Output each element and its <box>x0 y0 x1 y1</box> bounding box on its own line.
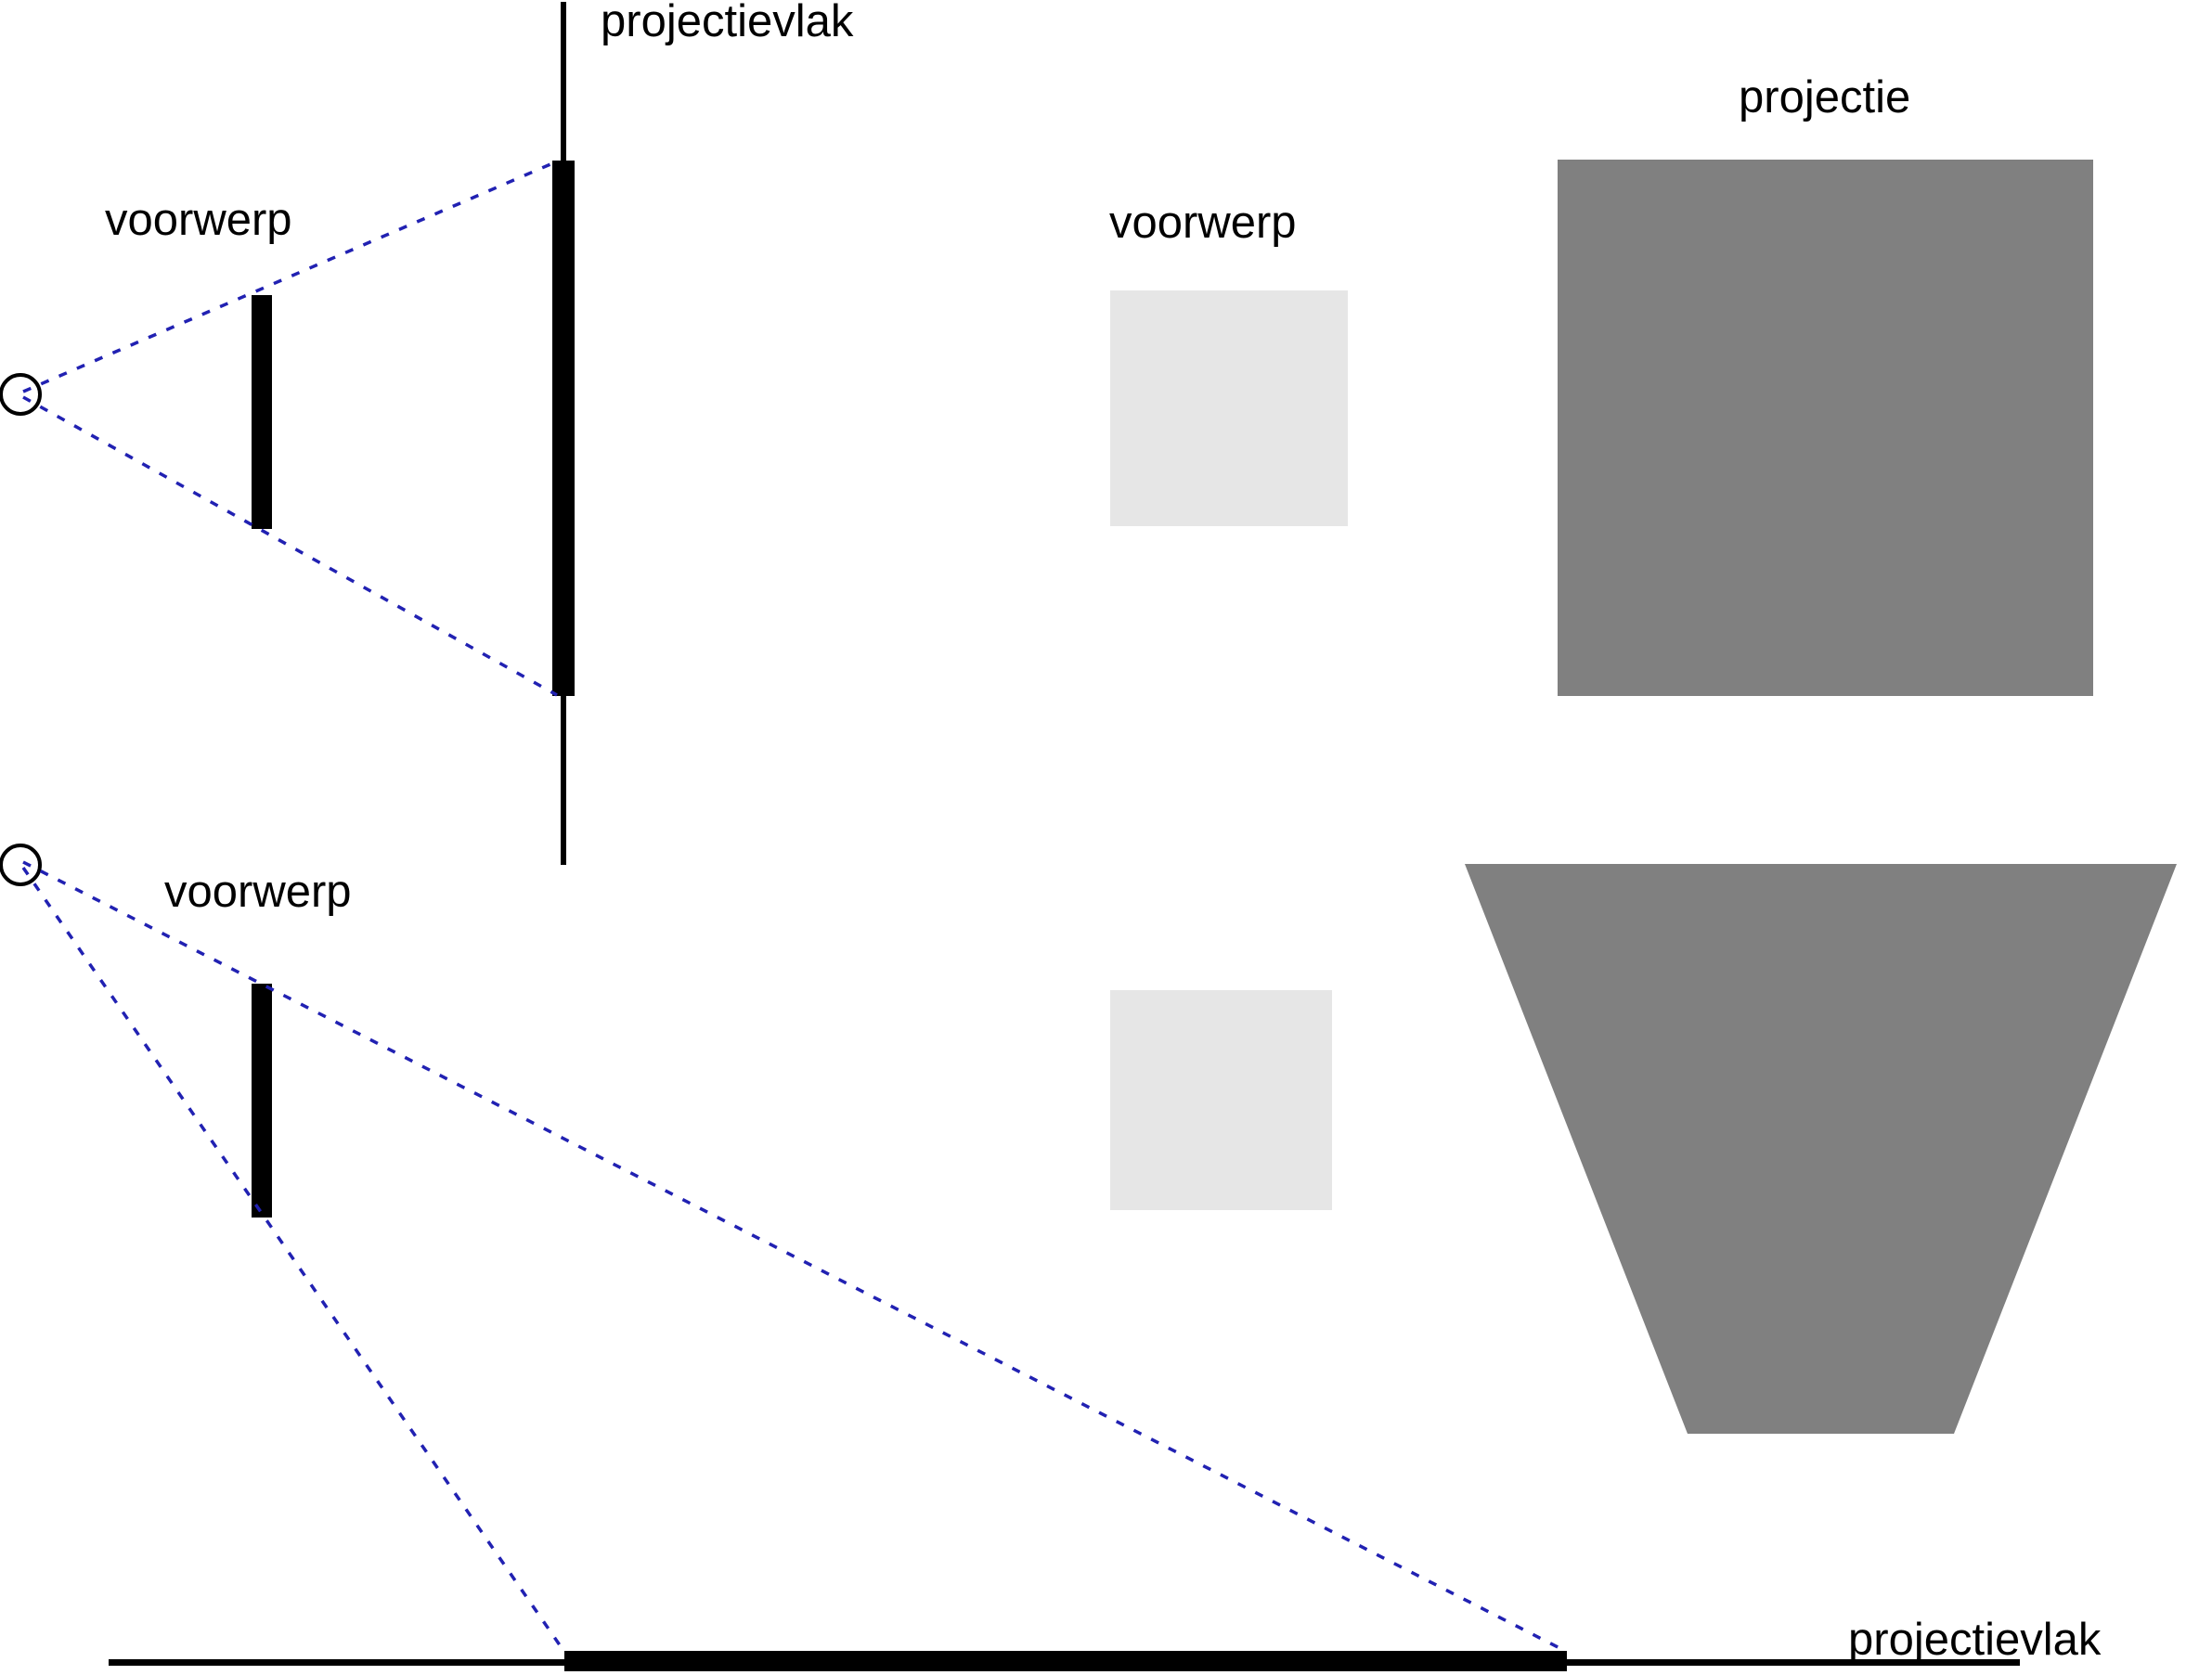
eye-icon-top <box>0 373 42 416</box>
projection-square <box>1558 160 2093 696</box>
object-bar-bottom <box>252 984 272 1218</box>
object-bar-top <box>252 295 272 529</box>
label-voorwerp-top-left: voorwerp <box>105 195 292 245</box>
label-voorwerp-bottom-left: voorwerp <box>164 867 352 917</box>
sight-ray-upper-bottom <box>22 860 1568 1654</box>
label-voorwerp-top-right: voorwerp <box>1109 198 1297 248</box>
projection-trapezoid <box>1465 864 2177 1434</box>
label-projectievlak-top: projectievlak <box>601 0 854 46</box>
projection-bar-bottom <box>564 1651 1567 1671</box>
object-square-top-right <box>1110 290 1348 526</box>
label-projectie: projectie <box>1739 72 1910 122</box>
sight-ray-lower-top <box>22 395 558 697</box>
sight-ray-lower-bottom <box>21 867 566 1653</box>
object-square-bottom-right <box>1110 990 1332 1210</box>
label-projectievlak-bottom: projectievlak <box>1848 1615 2102 1665</box>
eye-icon-bottom <box>0 844 42 886</box>
projection-bar-top <box>552 161 575 696</box>
